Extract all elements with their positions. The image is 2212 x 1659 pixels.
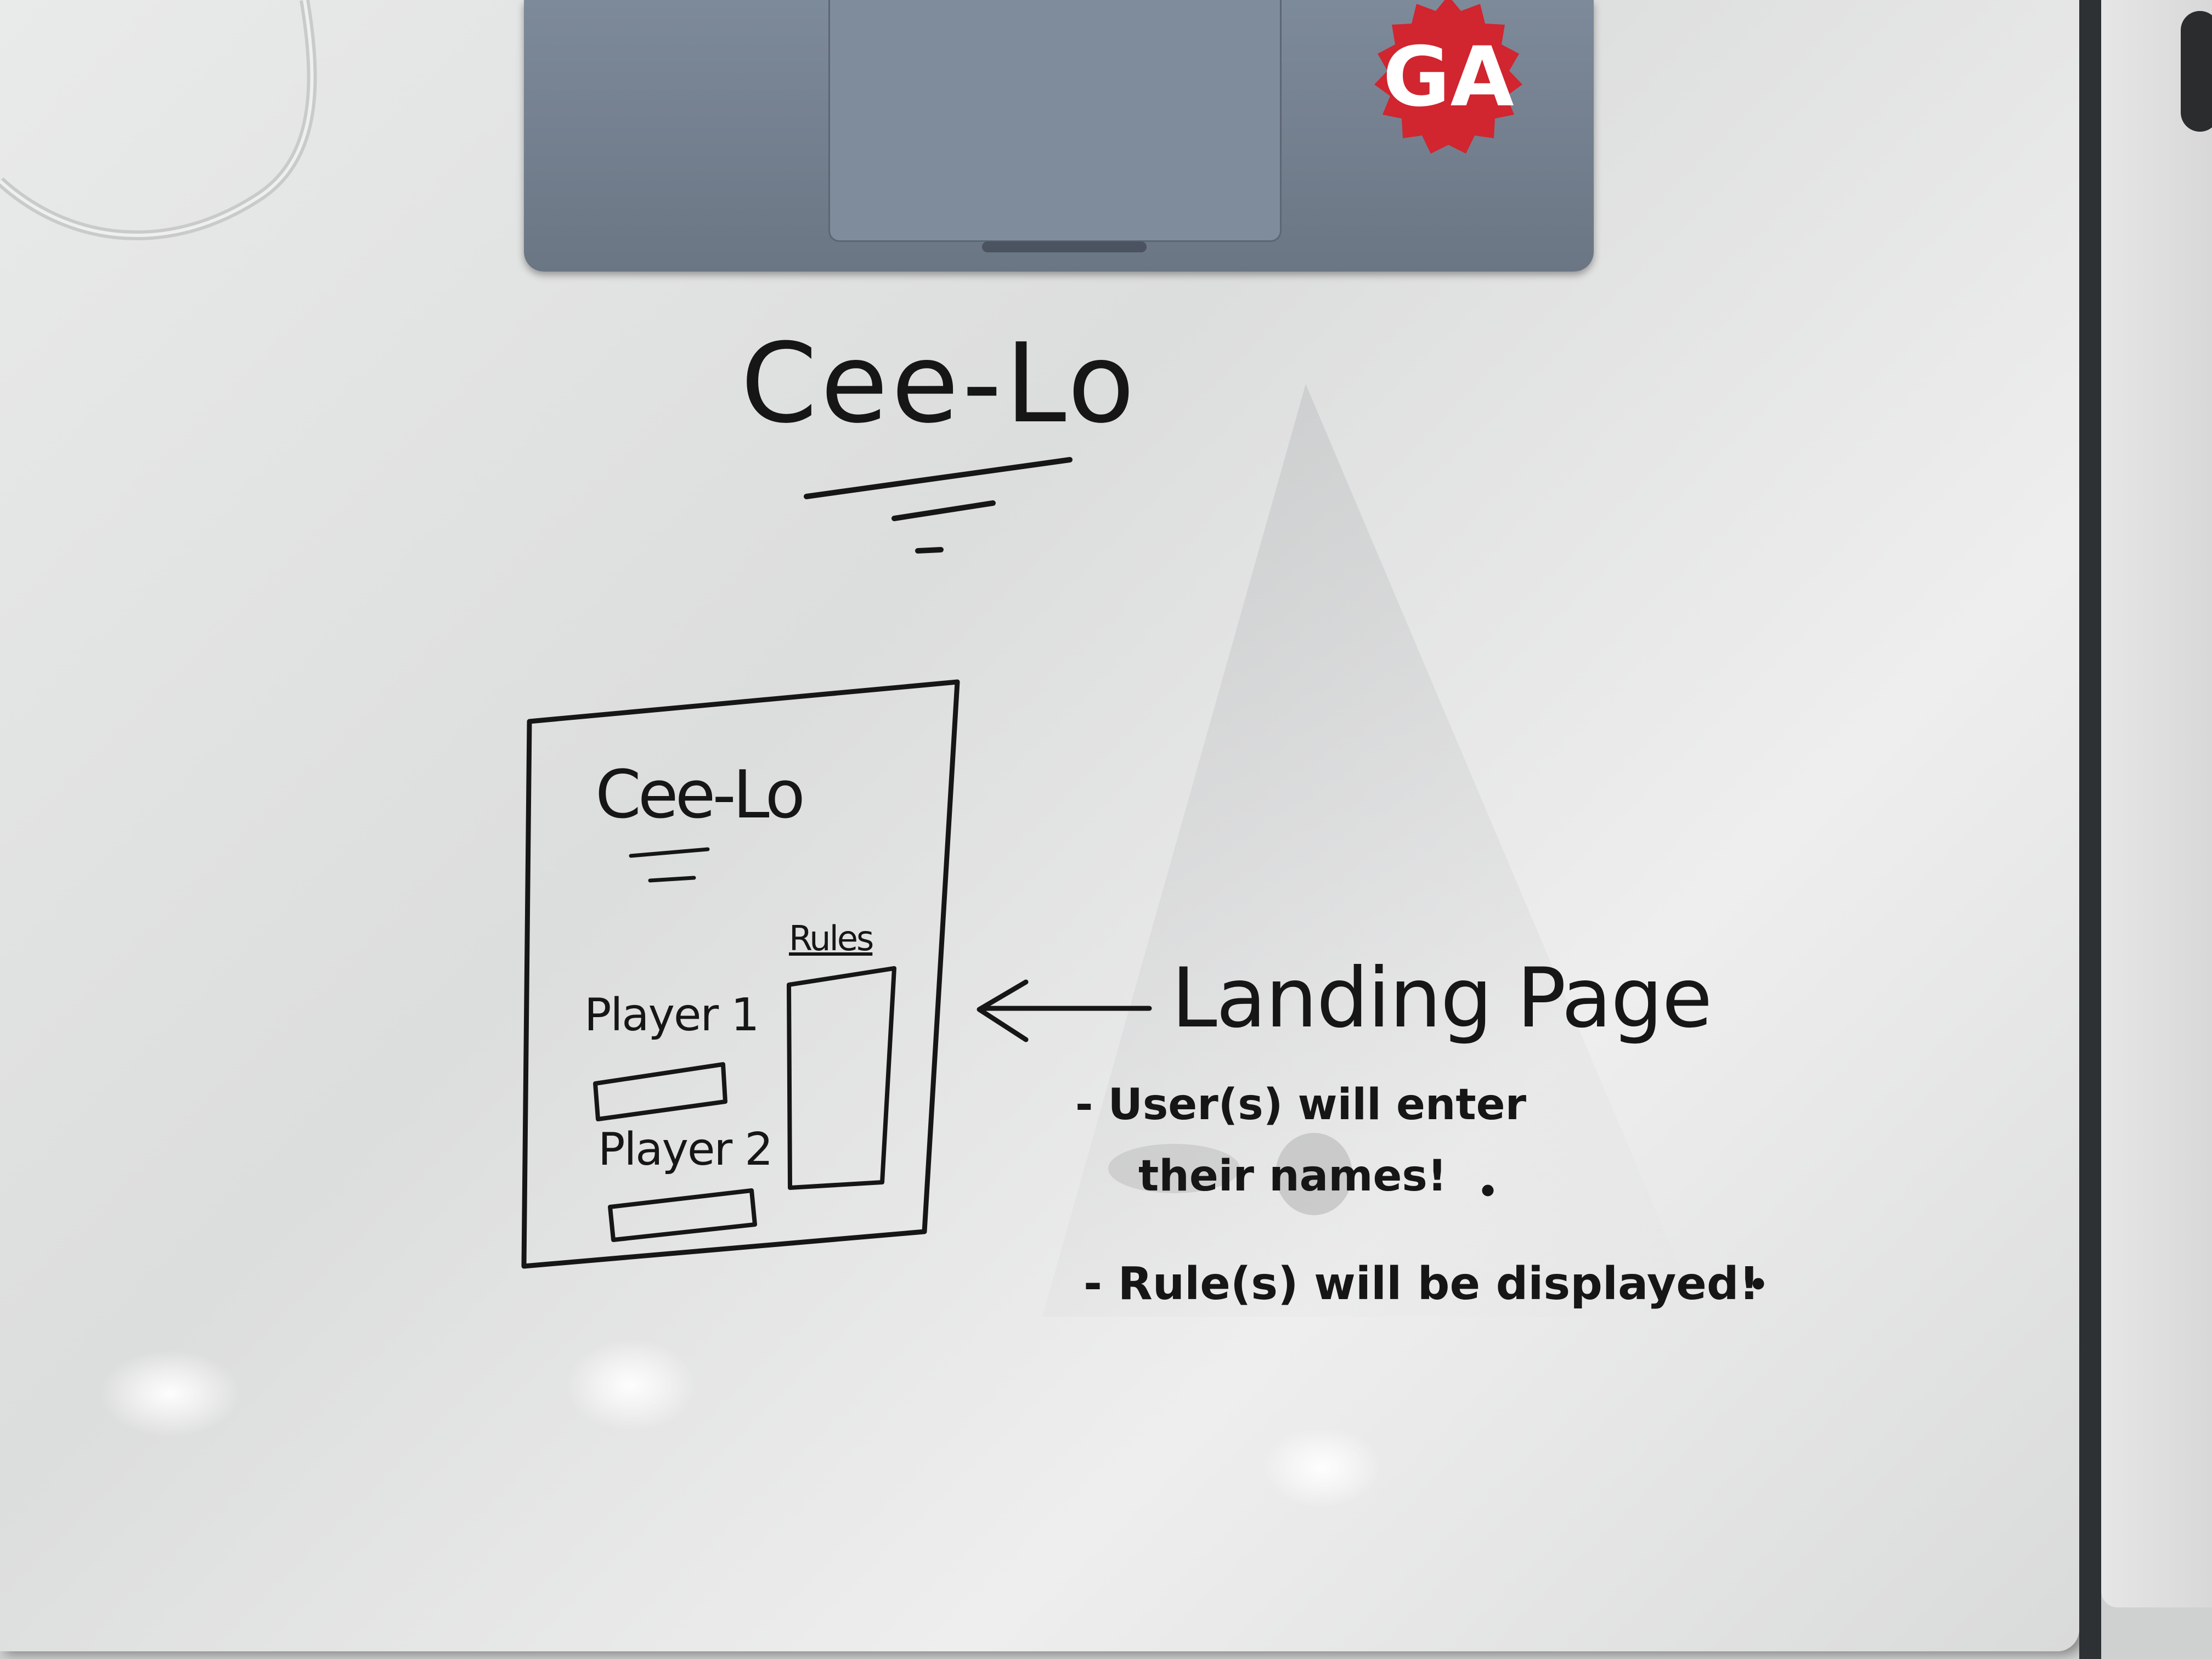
wireframe-rules-label: Rules — [789, 918, 874, 958]
note-rules-displayed: - Rule(s) will be displayed! — [1084, 1258, 1760, 1310]
eraser-smudge — [1108, 1144, 1240, 1193]
note-users-enter-names-cont: their names! — [1138, 1152, 1447, 1201]
player2-input-box — [608, 1188, 757, 1242]
wireframe-player2-label: Player 2 — [598, 1124, 773, 1176]
laptop: GA — [524, 0, 1594, 272]
arrow-head-icon — [977, 979, 1029, 1042]
ga-sticker: GA — [1374, 0, 1522, 154]
sticker-badge-shape — [1374, 0, 1522, 154]
exclamation-dot — [1482, 1184, 1494, 1197]
player1-input-box — [593, 1062, 727, 1121]
eraser-smudge — [1276, 1133, 1352, 1215]
note-users-enter-names: - User(s) will enter — [1075, 1080, 1527, 1130]
title-underline — [915, 547, 944, 554]
landing-page-label: Landing Page — [1171, 951, 1713, 1046]
wireframe-title: Cee-Lo — [595, 757, 805, 833]
adjacent-whiteboard — [2101, 0, 2212, 1607]
desk-gap — [2079, 0, 2101, 1659]
laptop-notch — [982, 241, 1147, 252]
wireframe-page-outline — [521, 679, 960, 1269]
wireframe-title-underline — [629, 847, 710, 858]
title-underline — [891, 500, 996, 521]
wireframe-title-underline — [648, 876, 696, 883]
whiteboard — [0, 0, 2079, 1651]
rules-box — [787, 966, 896, 1190]
power-cable — [0, 0, 317, 240]
sticker-text: GA — [1383, 30, 1514, 125]
title-underline — [804, 457, 1073, 499]
board-title: Cee-Lo — [741, 320, 1138, 448]
desk-object — [2181, 11, 2212, 132]
wireframe-player1-label: Player 1 — [584, 989, 759, 1041]
exclamation-dot — [1752, 1278, 1764, 1290]
laptop-trackpad — [828, 0, 1282, 242]
